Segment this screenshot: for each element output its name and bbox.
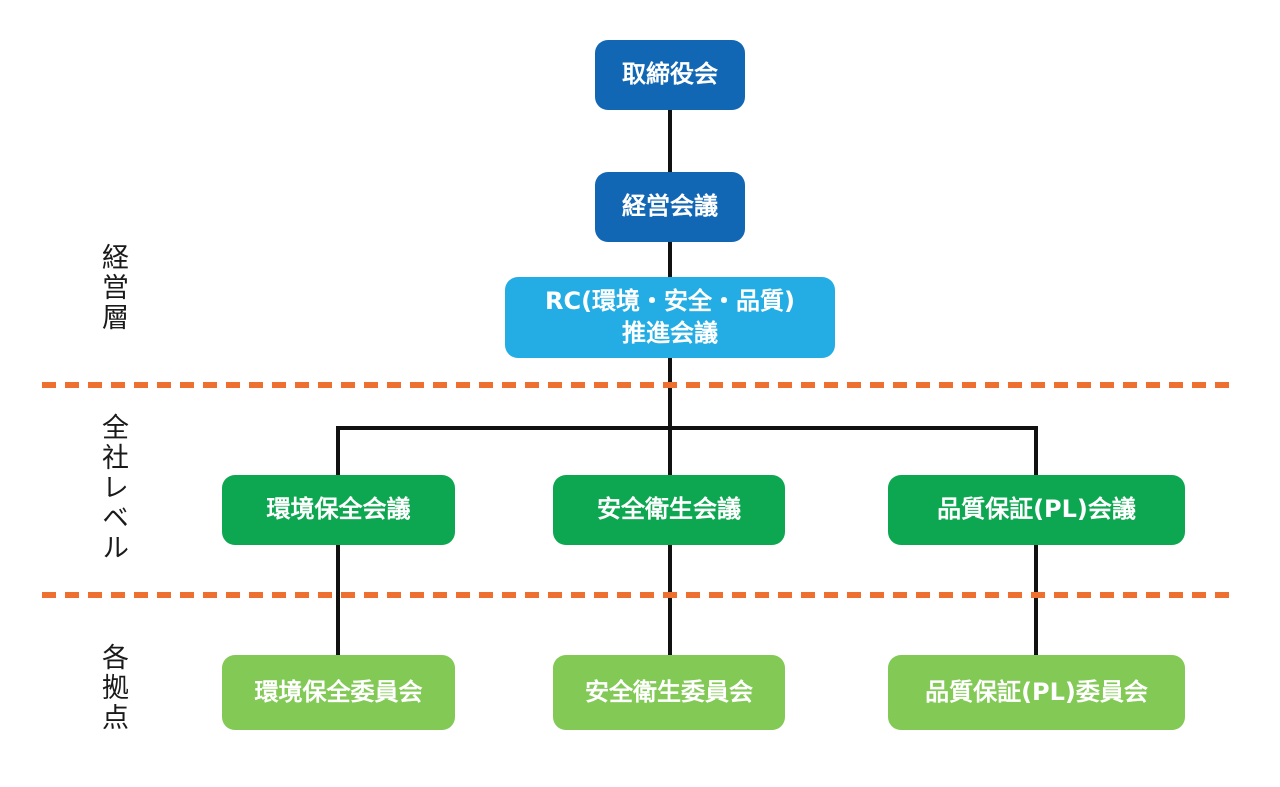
node-quality-assurance-meeting-label: 品質保証(PL)会議 <box>937 495 1136 524</box>
connector-safety-meeting-to-committee <box>668 545 672 655</box>
connector-environment-meeting-to-committee <box>336 545 340 655</box>
node-rc-promotion-meeting-label-line2: 推進会議 <box>622 318 718 347</box>
connector-board-to-management <box>668 110 672 174</box>
node-board-of-directors: 取締役会 <box>595 40 745 110</box>
node-environment-preservation-committee-label: 環境保全委員会 <box>254 677 423 706</box>
node-management-meeting-label: 経営会議 <box>622 192 718 221</box>
node-environment-preservation-meeting: 環境保全会議 <box>222 475 455 545</box>
connector-management-to-rc <box>668 242 672 279</box>
connector-branch-to-quality-meeting <box>1034 426 1038 475</box>
node-safety-health-committee-label: 安全衛生委員会 <box>585 677 753 706</box>
node-safety-health-meeting: 安全衛生会議 <box>553 475 785 545</box>
node-rc-promotion-meeting-label-line1: RC(環境・安全・品質) <box>544 287 796 316</box>
node-environment-preservation-meeting-label: 環境保全会議 <box>266 495 411 524</box>
layer-separator-top <box>42 382 1238 388</box>
node-safety-health-meeting-label: 安全衛生会議 <box>597 495 741 524</box>
connector-branch-to-environment-meeting <box>336 426 340 475</box>
layer-label-each-site: 各拠点 <box>97 643 128 733</box>
layer-separator-bottom <box>42 592 1238 598</box>
node-rc-promotion-meeting: RC(環境・安全・品質) 推進会議 <box>505 277 835 358</box>
node-board-of-directors-label: 取締役会 <box>622 60 718 89</box>
node-quality-assurance-meeting: 品質保証(PL)会議 <box>888 475 1185 545</box>
node-management-meeting: 経営会議 <box>595 172 745 242</box>
node-environment-preservation-committee: 環境保全委員会 <box>222 655 455 730</box>
layer-label-company-wide: 全社レベル <box>97 413 128 563</box>
node-quality-assurance-committee-label: 品質保証(PL)委員会 <box>925 677 1148 706</box>
layer-label-management: 経営層 <box>97 243 128 333</box>
node-quality-assurance-committee: 品質保証(PL)委員会 <box>888 655 1185 730</box>
connector-rc-to-branch <box>668 358 672 475</box>
node-safety-health-committee: 安全衛生委員会 <box>553 655 785 730</box>
connector-branch-horizontal <box>336 426 1038 430</box>
connector-quality-meeting-to-committee <box>1034 545 1038 655</box>
